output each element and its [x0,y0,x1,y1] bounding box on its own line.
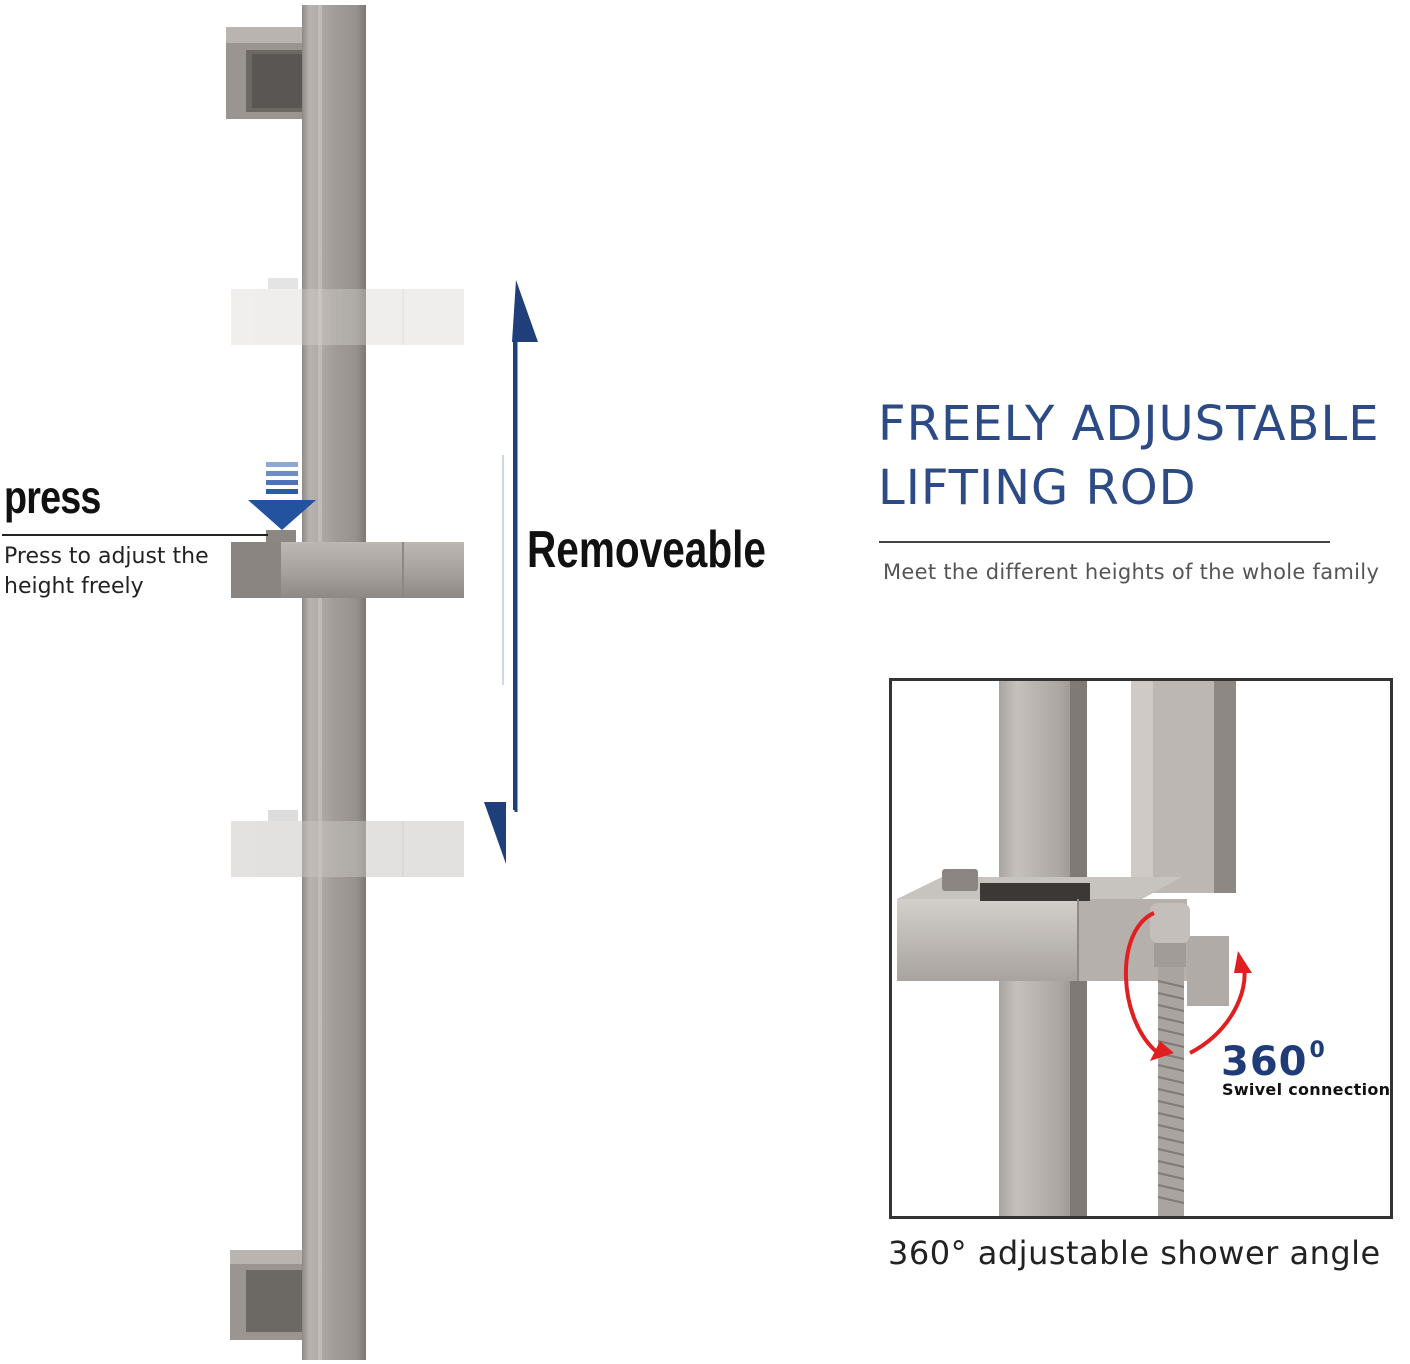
rotation-arrow-icon [1124,911,1247,1055]
press-description: Press to adjust the height freely [4,544,209,599]
swivel-degree: 3600 [1221,1038,1326,1085]
bottom-wall-bracket [230,1250,304,1340]
slide-bar-illustration [2,5,538,1360]
feature-subline: Meet the different heights of the whole … [883,560,1380,584]
lifting-rod [302,5,366,1360]
swivel-number: 360 [1221,1039,1308,1085]
headline-divider [879,541,1330,543]
top-wall-bracket [226,27,304,119]
removeable-label: Removeable [527,521,766,579]
swivel-label: Swivel connection [1222,1080,1391,1099]
swivel-detail-inset [889,678,1393,1219]
swivel-superscript: 0 [1309,1038,1326,1063]
press-title: press [4,471,101,523]
slider-active [231,530,464,598]
feature-headline: FREELY ADJUSTABLE LIFTING ROD [878,396,1380,516]
slider-ghost-top [231,278,464,345]
press-arrow-icon [248,462,316,530]
swivel-detail-illustration [897,681,1252,1216]
slider-ghost-bottom [231,810,464,877]
detail-caption: 360° adjustable shower angle [888,1234,1381,1272]
range-arrow-icon [484,280,538,864]
